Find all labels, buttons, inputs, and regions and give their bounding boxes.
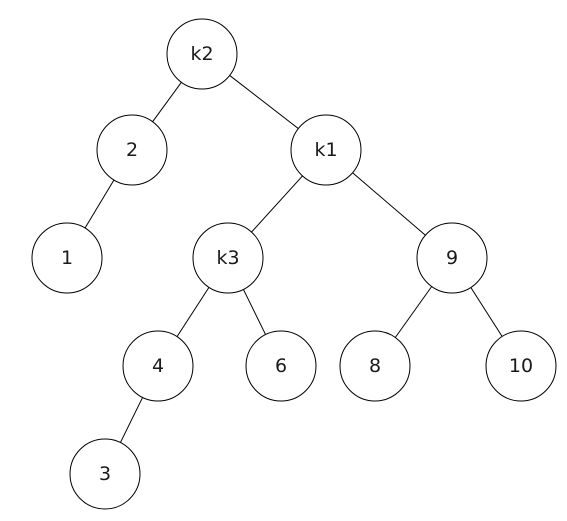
tree-node-n3: 3 (69, 438, 141, 510)
node-label: 8 (369, 355, 381, 377)
node-circle (166, 18, 238, 90)
edge-n2-n1 (84, 179, 115, 229)
node-circle (290, 114, 362, 186)
edge-k1-k3 (251, 175, 303, 233)
node-circle (485, 330, 557, 402)
node-circle (192, 222, 264, 294)
node-label: 6 (275, 355, 287, 377)
node-circle (416, 222, 488, 294)
node-circle (245, 330, 317, 402)
edge-k3-n6 (242, 289, 267, 335)
tree-node-n8: 8 (339, 330, 411, 402)
node-label: 1 (61, 247, 73, 269)
node-circle (96, 114, 168, 186)
tree-node-k2: k2 (166, 18, 238, 90)
edge-n9-n10 (470, 287, 503, 337)
tree-nodes: k2 2 k1 1 k3 9 4 6 8 10 3 (31, 18, 557, 510)
node-label: 4 (152, 355, 164, 377)
node-circle (122, 330, 194, 402)
node-label: 3 (99, 463, 111, 485)
tree-node-k3: k3 (192, 222, 264, 294)
edge-n9-n8 (394, 286, 433, 338)
edge-k2-n2 (152, 81, 182, 123)
node-label: k2 (190, 43, 213, 65)
tree-node-n4: 4 (122, 330, 194, 402)
tree-node-n2: 2 (96, 114, 168, 186)
edge-n4-n3 (119, 397, 144, 443)
node-circle (69, 438, 141, 510)
tree-node-n9: 9 (416, 222, 488, 294)
node-label: 2 (126, 139, 138, 161)
edge-k3-n4 (176, 287, 210, 337)
edge-k2-k1 (229, 75, 299, 129)
node-label: 9 (446, 247, 458, 269)
edge-k1-n9 (352, 172, 426, 236)
node-label: k1 (314, 139, 337, 161)
tree-node-n1: 1 (31, 222, 103, 294)
tree-node-n6: 6 (245, 330, 317, 402)
node-circle (31, 222, 103, 294)
node-label: k3 (216, 247, 239, 269)
tree-edges (84, 75, 503, 443)
tree-node-n10: 10 (485, 330, 557, 402)
node-label: 10 (509, 355, 533, 377)
node-circle (339, 330, 411, 402)
tree-node-k1: k1 (290, 114, 362, 186)
